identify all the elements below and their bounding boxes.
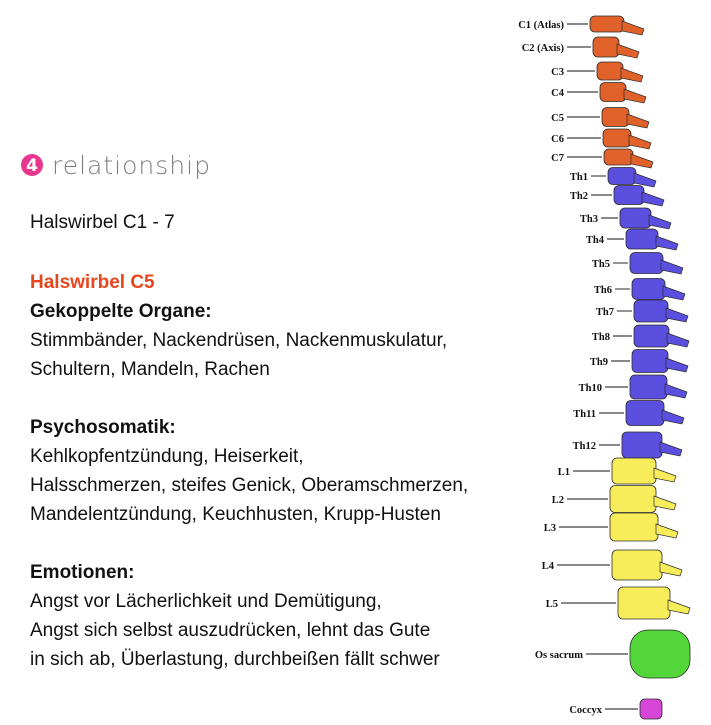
spinous-process [655, 235, 679, 251]
vertebra-c1 [589, 15, 625, 33]
vertebra-label: C1 (Atlas) [518, 20, 564, 31]
vertebra-label: C3 [551, 67, 564, 78]
vertebra-l1 [611, 457, 657, 485]
vertebra-th5 [629, 252, 664, 274]
spinous-process [666, 332, 690, 348]
brand-logo: 4 relationship [20, 145, 211, 185]
vertebra-label: C7 [551, 153, 564, 164]
vertebra-c5 [601, 107, 630, 127]
vertebra-l2 [609, 485, 657, 513]
focus-vertebra-label: Halswirbel C5 [30, 272, 155, 293]
spinous-process [648, 214, 672, 230]
spinous-process [633, 172, 657, 188]
spinous-process [660, 259, 684, 275]
vertebra-label: Th1 [570, 172, 588, 183]
psychosomatics-line: Halsschmerzen, steifes Genick, Oberamsch… [30, 475, 469, 496]
vertebra-label: C5 [551, 113, 564, 124]
spinous-process [665, 307, 689, 323]
vertebra-label: Th2 [570, 191, 588, 202]
emotions-line: Angst vor Lächerlichkeit und Demütigung, [30, 591, 382, 612]
spinous-process [628, 134, 652, 150]
spinous-process [655, 523, 679, 539]
vertebra-labels-group: C1 (Atlas) C2 (Axis) C3C4C5C6C7Th1Th2Th3Th… [518, 20, 638, 716]
vertebra-c3 [596, 61, 624, 81]
vertebra-label: L5 [546, 599, 558, 610]
vertebra-c4 [599, 82, 627, 102]
spinous-process [630, 153, 654, 169]
vertebra-label: Th3 [580, 214, 598, 225]
spinous-process [661, 409, 685, 425]
organs-heading: Gekoppelte Organe: [30, 301, 212, 322]
vertebrae-group [589, 15, 691, 720]
spinous-process [620, 67, 644, 83]
vertebra-label: Coccyx [569, 705, 602, 716]
organs-line: Stimmbänder, Nackendrüsen, Nackenmuskula… [30, 330, 448, 351]
spinous-process [667, 599, 691, 615]
vertebra-label: C2 (Axis) [522, 43, 565, 54]
brand-name: relationship [52, 150, 211, 180]
vertebra-th12 [621, 431, 663, 459]
vertebra-label: L3 [544, 523, 556, 534]
spinous-process [626, 113, 650, 129]
spinous-process [653, 467, 677, 483]
vertebra-label: L4 [542, 561, 555, 572]
vertebra-c7 [603, 148, 634, 166]
vertebra-c2 [592, 36, 620, 58]
psychosomatics-heading: Psychosomatik: [30, 417, 176, 438]
vertebra-th6 [631, 278, 666, 300]
brand-number: 4 [26, 156, 38, 176]
vertebra-th8 [633, 324, 670, 348]
vertebra-label: Th12 [573, 441, 596, 452]
vertebra-os [629, 629, 691, 679]
spinous-process [641, 191, 665, 207]
vertebra-th9 [631, 349, 669, 373]
spinous-process [616, 43, 640, 59]
vertebra-label: Th11 [573, 409, 596, 420]
spinous-process [662, 285, 686, 301]
vertebra-th3 [619, 207, 652, 229]
spinous-process [659, 441, 683, 457]
vertebra-label: C6 [551, 134, 564, 145]
vertebra-label: Th5 [592, 259, 610, 270]
spinous-process [665, 357, 689, 373]
vertebra-label: L2 [552, 495, 564, 506]
vertebra-th7 [633, 299, 669, 323]
vertebra-label: L1 [558, 467, 570, 478]
emotions-line: Angst sich selbst auszudrücken, lehnt da… [30, 620, 431, 641]
vertebra-label: Th9 [590, 357, 608, 368]
organs-line: Schultern, Mandeln, Rachen [30, 359, 270, 380]
spinous-process [653, 495, 677, 511]
vertebra-label: Os sacrum [535, 650, 583, 661]
vertebra-th1 [607, 167, 637, 185]
vertebra-th2 [613, 185, 645, 205]
vertebra-label: Th4 [586, 235, 605, 246]
vertebra-label: Th10 [579, 383, 602, 394]
vertebra-l5 [617, 586, 671, 620]
brand-mark-icon: 4 [21, 154, 43, 176]
vertebra-label: Th6 [594, 285, 612, 296]
emotions-line: in sich ab, Überlastung, durchbeißen fäl… [30, 649, 440, 670]
vertebra-c6 [602, 128, 632, 148]
emotions-heading: Emotionen: [30, 562, 135, 583]
psychosomatics-line: Kehlkopfentzündung, Heiserkeit, [30, 446, 304, 467]
spinous-process [659, 561, 683, 577]
psychosomatics-line: Mandelentzündung, Keuchhusten, Krupp-Hus… [30, 504, 441, 525]
vertebra-th11 [625, 400, 665, 426]
vertebra-label: Th7 [596, 307, 614, 318]
vertebra-l4 [611, 549, 663, 581]
vertebra-label: C4 [551, 88, 565, 99]
vertebra-label: Th8 [592, 332, 610, 343]
vertebra-th4 [625, 228, 659, 250]
vertebra-coccyx [639, 698, 663, 720]
spinous-process [664, 383, 688, 399]
spinous-process [623, 88, 647, 104]
spinous-process [621, 20, 645, 36]
vertebra-l3 [609, 512, 659, 542]
vertebra-th10 [629, 374, 668, 400]
page-title: Halswirbel C1 - 7 [30, 212, 175, 233]
